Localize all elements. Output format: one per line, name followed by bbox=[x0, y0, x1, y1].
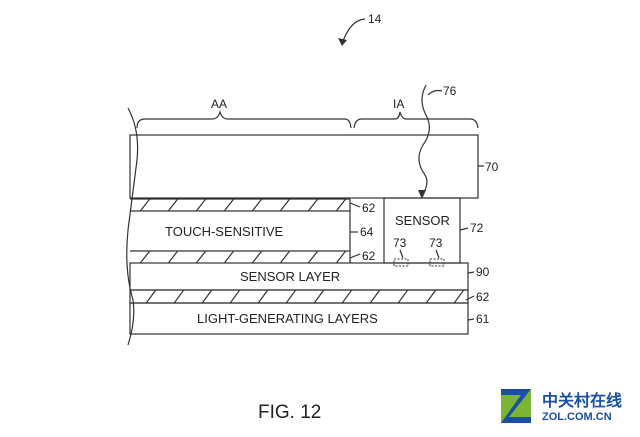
layer-64-touch-sensitive: TOUCH-SENSITIVE bbox=[165, 199, 351, 263]
ref-73a-label: 73 bbox=[393, 236, 407, 250]
ref-73b-label: 73 bbox=[429, 236, 443, 250]
sensor-72 bbox=[383, 197, 461, 264]
light-ray-arrowhead bbox=[418, 190, 426, 199]
ref-90-label: 90 bbox=[476, 265, 490, 279]
layer-62-lower bbox=[129, 289, 469, 304]
region-ia-label: IA bbox=[393, 97, 404, 111]
zol-watermark: 中关村在线 ZOL.COM.CN bbox=[501, 389, 622, 423]
ref-14-label: 14 bbox=[368, 12, 382, 26]
ref-61-label: 61 bbox=[476, 312, 490, 326]
brace-aa bbox=[136, 109, 352, 129]
ref-62-middle-label: 62 bbox=[362, 249, 376, 263]
figure-caption: FIG. 12 bbox=[258, 402, 321, 423]
watermark-en: ZOL.COM.CN bbox=[542, 411, 612, 423]
light-generating-label: LIGHT-GENERATING LAYERS bbox=[197, 311, 378, 326]
layer-61-light-generating bbox=[129, 302, 469, 335]
touch-sensitive-label: TOUCH-SENSITIVE bbox=[165, 224, 284, 239]
break-edge bbox=[126, 107, 139, 346]
sensor-layer-label: SENSOR LAYER bbox=[240, 269, 340, 284]
ref-64-label: 64 bbox=[360, 225, 374, 239]
ref-62-lower-label: 62 bbox=[476, 290, 490, 304]
light-ray-76 bbox=[418, 84, 430, 197]
watermark-cn: 中关村在线 bbox=[542, 391, 622, 410]
sensor-label: SENSOR bbox=[395, 213, 450, 228]
region-aa-label: AA bbox=[211, 97, 227, 111]
ref-72-label: 72 bbox=[470, 221, 484, 235]
brace-ia bbox=[353, 111, 479, 129]
ref-14-arrowhead bbox=[338, 38, 347, 46]
zol-logo-icon bbox=[501, 389, 531, 423]
layer-62-middle bbox=[130, 250, 350, 263]
ref-62-upper-label: 62 bbox=[362, 201, 376, 215]
ref-70-label: 70 bbox=[485, 160, 499, 174]
ref-76-label: 76 bbox=[443, 84, 457, 98]
layer-62-upper bbox=[130, 198, 350, 212]
